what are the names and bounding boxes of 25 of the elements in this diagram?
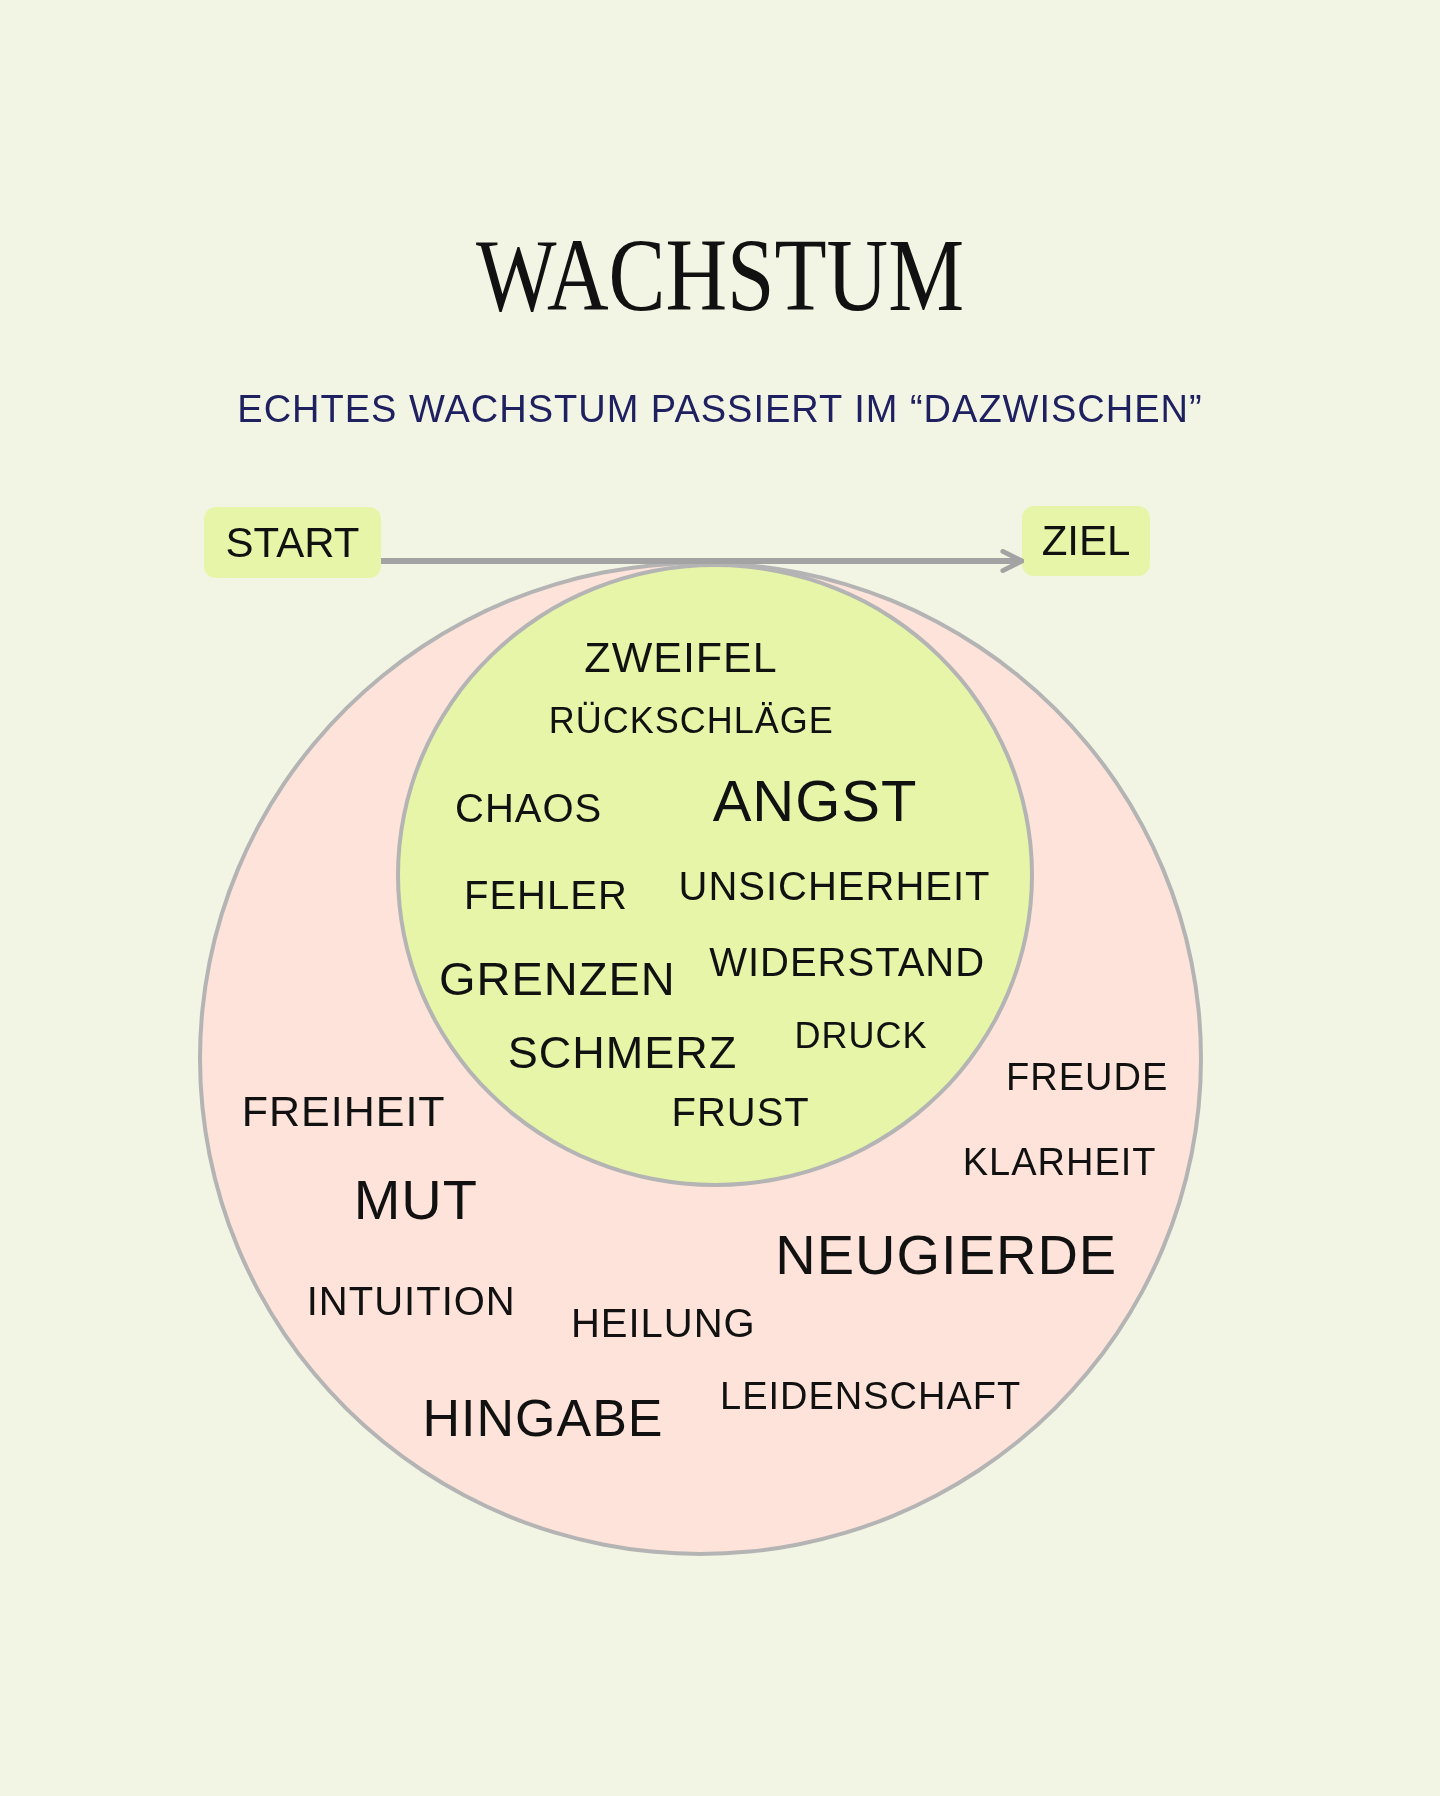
- word-label: FRUST: [671, 1089, 810, 1135]
- word-label: FEHLER: [463, 872, 628, 918]
- word-label: HINGABE: [422, 1388, 664, 1449]
- word-label: CHAOS: [455, 785, 603, 831]
- word-label: FREUDE: [1006, 1055, 1169, 1099]
- word-label: RÜCKSCHLÄGE: [548, 700, 834, 743]
- word-label: INTUITION: [306, 1278, 516, 1324]
- word-label: GRENZEN: [438, 950, 676, 1006]
- word-label: WIDERSTAND: [709, 939, 986, 985]
- tag-box: ZIEL: [1022, 506, 1150, 576]
- word-label: FREIHEIT: [241, 1086, 446, 1136]
- word-label: DRUCK: [794, 1015, 928, 1058]
- subtitle: ECHTES WACHSTUM PASSIERT IM “DAZWISCHEN”: [236, 388, 1204, 431]
- word-label: MUT: [353, 1166, 478, 1232]
- word-label: HEILUNG: [570, 1300, 756, 1346]
- tag-box: START: [204, 507, 381, 578]
- word-label: UNSICHERHEIT: [678, 863, 991, 909]
- word-label: ZWEIFEL: [584, 632, 778, 682]
- word-label: SCHMERZ: [507, 1027, 738, 1080]
- word-label: NEUGIERDE: [775, 1221, 1118, 1287]
- title: WACHSTUM: [475, 216, 965, 334]
- word-label: ANGST: [712, 766, 918, 834]
- word-label: LEIDENSCHAFT: [720, 1374, 1022, 1418]
- arrow: [381, 549, 1025, 573]
- word-label: KLARHEIT: [962, 1140, 1157, 1184]
